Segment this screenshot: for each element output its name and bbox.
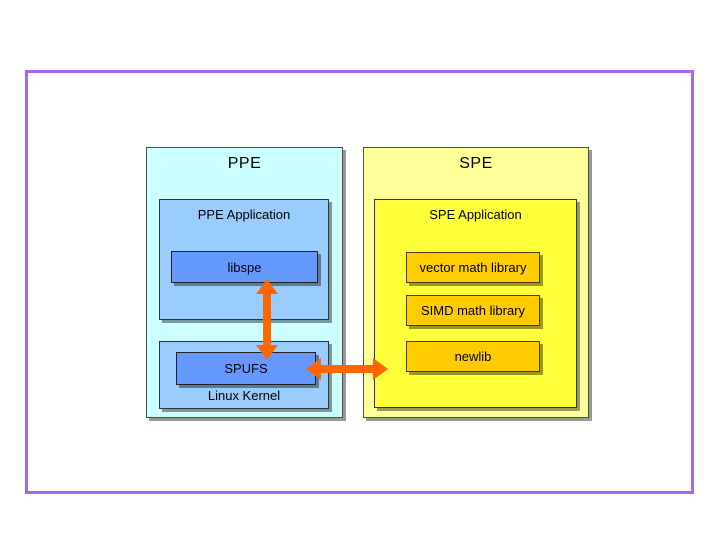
slide-frame: PPE PPE Application libspe Linux Kernel … [25, 70, 694, 494]
arrow-shaft-vertical [263, 292, 271, 348]
arrowhead-down-icon [256, 345, 278, 360]
arrowhead-up-icon [256, 279, 278, 294]
vector-math-library-label: vector math library [419, 260, 527, 275]
arrow-shaft-horizontal [319, 365, 375, 373]
spufs-label: SPUFS [224, 361, 268, 376]
ppe-title: PPE [227, 155, 262, 172]
spufs-box: SPUFS [176, 352, 316, 385]
newlib-label: newlib [454, 349, 492, 364]
ppe-application-title: PPE Application [197, 207, 291, 222]
newlib-box: newlib [406, 341, 540, 372]
vector-math-library-box: vector math library [406, 252, 540, 283]
spe-title: SPE [459, 155, 493, 172]
simd-math-library-box: SIMD math library [406, 295, 540, 326]
simd-math-library-label: SIMD math library [420, 303, 526, 318]
libspe-box: libspe [171, 251, 318, 283]
spe-application-title: SPE Application [429, 207, 522, 222]
linux-kernel-label: Linux Kernel [207, 388, 281, 403]
libspe-label: libspe [227, 259, 262, 275]
arrowhead-right-icon [373, 358, 388, 380]
arrowhead-left-icon [306, 358, 321, 380]
